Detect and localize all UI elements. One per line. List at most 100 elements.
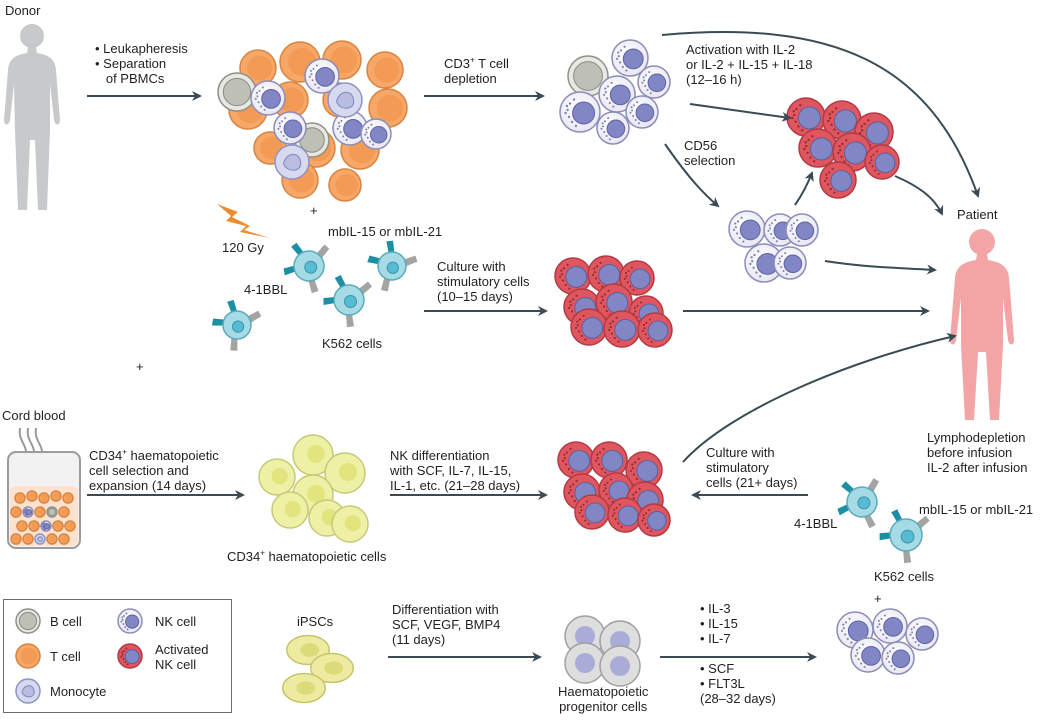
t-cell xyxy=(38,492,50,504)
arrow xyxy=(824,260,937,275)
b-cell xyxy=(46,506,58,518)
k562-cell xyxy=(323,275,372,328)
k562-cell xyxy=(367,240,418,292)
t-cell xyxy=(52,520,64,532)
act-cell xyxy=(117,643,143,669)
nk-cell xyxy=(22,506,34,518)
k562-label: K562 cells xyxy=(874,569,934,584)
ipsc-cell xyxy=(282,672,326,704)
act-cell xyxy=(798,128,838,168)
nk-cell xyxy=(637,65,671,99)
mono-cell xyxy=(327,82,363,118)
nk-cell xyxy=(773,246,807,280)
legend-swatches xyxy=(15,608,143,704)
act-cell xyxy=(637,312,673,348)
ipscs-label: iPSCs xyxy=(297,614,334,629)
nk-cell xyxy=(360,118,392,150)
leukapheresis-step: • Leukapheresis• Separation of PBMCs xyxy=(95,41,188,86)
cd34-cell xyxy=(331,505,369,543)
act-cell xyxy=(570,308,608,346)
act-cell xyxy=(603,310,641,348)
donor-label: Donor xyxy=(5,3,41,18)
legend-b-cell: B cell xyxy=(50,614,82,629)
cd34-cell xyxy=(258,458,296,496)
t-cell xyxy=(16,520,28,532)
nk-cell xyxy=(559,91,601,133)
mono-cell xyxy=(274,144,310,180)
nk-cell xyxy=(250,80,286,116)
t-cell xyxy=(58,533,70,545)
t-cell xyxy=(15,643,41,669)
4-1bbl-label: 4-1BBL xyxy=(794,516,838,531)
act-cell xyxy=(819,161,857,199)
plus-sign: + xyxy=(874,591,882,606)
cd34-cell xyxy=(292,434,334,476)
k562-cell xyxy=(283,242,330,294)
process-arrows xyxy=(87,31,981,662)
t-cell xyxy=(46,533,58,545)
t-cell xyxy=(14,492,26,504)
k562-label: K562 cells xyxy=(322,336,382,351)
nk-cell xyxy=(117,608,143,634)
ipsc-cell xyxy=(310,652,354,684)
t-cell xyxy=(366,51,404,89)
nk-cell xyxy=(40,520,52,532)
k562-cell xyxy=(837,478,879,529)
act-cell xyxy=(607,497,643,533)
growth-factors-list: • SCF• FLT3L(28–32 days) xyxy=(700,661,776,706)
t-cell xyxy=(10,533,22,545)
act-cell xyxy=(587,255,625,293)
nk-cell xyxy=(625,95,659,129)
act-cell xyxy=(590,441,628,479)
hpc-cell xyxy=(599,645,641,687)
t-cell xyxy=(328,168,362,202)
t-cell xyxy=(34,506,46,518)
nk-cell xyxy=(785,213,819,247)
act-cell xyxy=(822,100,862,140)
nk-cell xyxy=(596,111,630,145)
arrow xyxy=(794,171,814,206)
legend xyxy=(3,599,232,713)
membrane-il-label: mbIL-15 or mbIL-21 xyxy=(919,502,1034,517)
act-cell xyxy=(637,503,671,537)
act-cell xyxy=(619,260,655,296)
nk-cell xyxy=(304,58,340,94)
cd34-cell xyxy=(271,491,309,529)
patient-figure xyxy=(950,229,1014,420)
plus-sign: + xyxy=(136,359,144,374)
nk-cell xyxy=(872,608,908,644)
irradiation-dose: 120 Gy xyxy=(222,240,264,255)
cord-blood-cells xyxy=(10,490,76,545)
nk-cell xyxy=(273,111,307,145)
b-cell xyxy=(15,608,41,634)
act-cell xyxy=(625,451,663,489)
mono-cell xyxy=(34,533,46,545)
arrow xyxy=(682,332,957,463)
membrane-il-label: mbIL-15 or mbIL-21 xyxy=(328,224,443,239)
t-cell xyxy=(64,520,76,532)
b-cell xyxy=(567,55,609,97)
k562-cell xyxy=(879,509,930,564)
legend-t-cell: T cell xyxy=(50,649,81,664)
irradiation-bolt xyxy=(217,204,270,238)
k562-cell xyxy=(211,299,262,351)
patient-label: Patient xyxy=(957,207,998,222)
nk-cell xyxy=(881,641,915,675)
legend-nk-cell: NK cell xyxy=(155,614,197,629)
arrow xyxy=(894,175,944,216)
nk-cell xyxy=(611,39,649,77)
t-cell xyxy=(58,506,70,518)
t-cell xyxy=(10,506,22,518)
hpc-cell xyxy=(564,642,606,684)
t-cell xyxy=(26,490,38,502)
t-cell xyxy=(50,490,62,502)
mono-cell xyxy=(15,678,41,704)
cord-blood-label: Cord blood xyxy=(2,408,66,423)
